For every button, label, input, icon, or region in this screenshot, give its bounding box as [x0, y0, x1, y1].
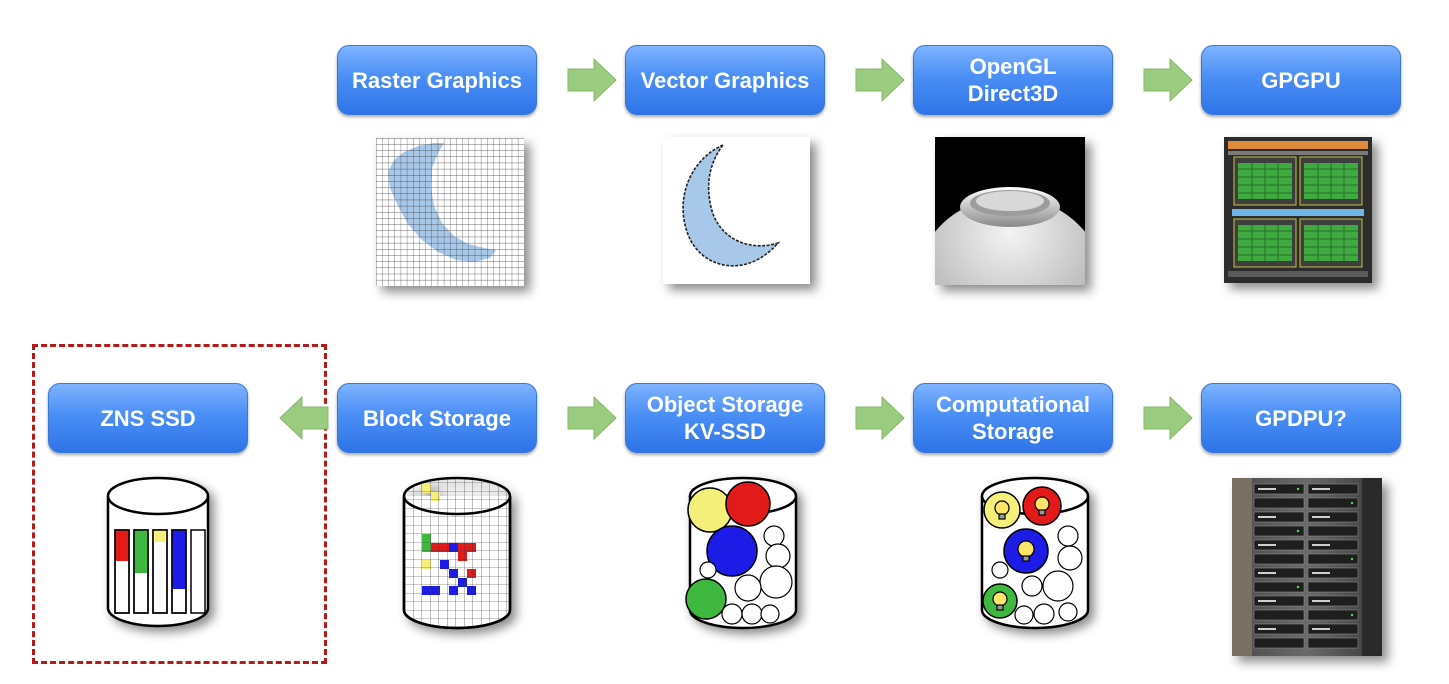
gpgpu-box: GPGPU [1201, 45, 1401, 115]
vector-graphics-box: Vector Graphics [625, 45, 825, 115]
opengl-label: OpenGL [969, 54, 1057, 79]
block-storage-cylinder-icon [402, 476, 512, 630]
raster-moon-image [376, 138, 524, 286]
lightbulb-icon [992, 496, 1050, 611]
gpgpu-label: GPGPU [1261, 67, 1341, 93]
object-storage-label: Object Storage [646, 392, 804, 417]
direct3d-label: Direct3D [967, 81, 1059, 106]
arrow-left-icon [279, 395, 329, 441]
vector-graphics-label: Vector Graphics [640, 67, 810, 93]
arrow-right-icon [855, 57, 905, 103]
server-racks-image [1232, 478, 1382, 656]
arrow-right-icon [855, 395, 905, 441]
computational-storage-box: Computational Storage [913, 383, 1113, 453]
kv-ssd-label: KV-SSD [684, 419, 766, 444]
vector-moon-image [663, 137, 810, 284]
arrow-right-icon [567, 395, 617, 441]
raster-graphics-label: Raster Graphics [352, 67, 522, 93]
object-storage-cylinder-icon [685, 476, 798, 630]
object-storage-box: Object Storage KV-SSD [625, 383, 825, 453]
arrow-right-icon [567, 57, 617, 103]
zns-ssd-box: ZNS SSD [48, 383, 248, 453]
gpdpu-box: GPDPU? [1201, 383, 1401, 453]
block-storage-box: Block Storage [337, 383, 537, 453]
computational-storage-cylinder-icon [980, 476, 1090, 630]
raster-graphics-box: Raster Graphics [337, 45, 537, 115]
opengl-direct3d-box: OpenGL Direct3D [913, 45, 1113, 115]
gpu-die-image [1224, 137, 1372, 283]
zns-highlight-frame [32, 344, 327, 664]
computational-label: Computational [936, 392, 1090, 417]
arrow-right-icon [1143, 57, 1193, 103]
zns-cylinder-icon [106, 476, 210, 628]
zns-ssd-label: ZNS SSD [100, 405, 196, 431]
block-storage-label: Block Storage [363, 405, 511, 431]
opengl-render-image [935, 137, 1085, 285]
storage-label: Storage [972, 419, 1054, 444]
gpdpu-label: GPDPU? [1255, 405, 1347, 431]
arrow-right-icon [1143, 395, 1193, 441]
